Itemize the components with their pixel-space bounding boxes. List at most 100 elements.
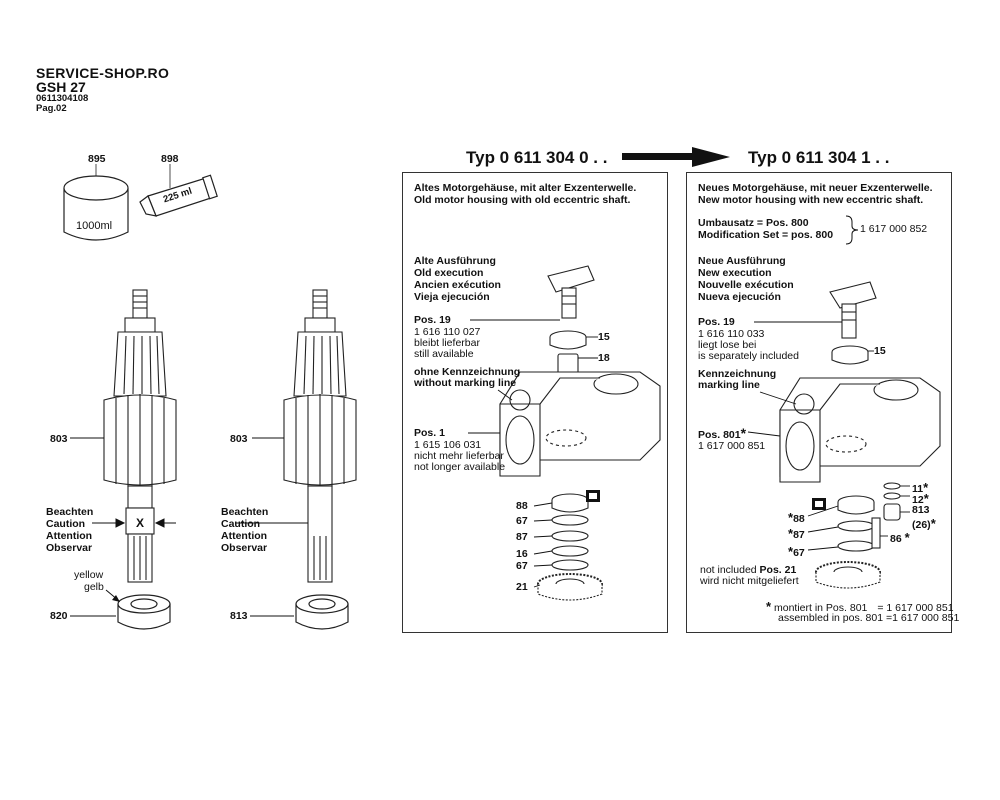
bearing-813-icon bbox=[295, 594, 349, 630]
old-part-21: 21 bbox=[516, 581, 528, 593]
jar-volume-label: 1000ml bbox=[76, 220, 113, 232]
n88-text: 88 bbox=[793, 513, 805, 525]
part-803-b-label: 803 bbox=[230, 433, 248, 445]
left-leader-lines bbox=[70, 437, 308, 617]
new-pos19-number: 1 616 110 033 bbox=[698, 328, 765, 340]
page-header: SERVICE-SHOP.RO GSH 27 0611304108 Pag.02 bbox=[36, 66, 169, 113]
yellow-pointer-head-icon bbox=[112, 595, 120, 602]
new-title-de: Neues Motorgehäuse, mit neuer Exzenterwe… bbox=[698, 182, 933, 194]
footnote-de-text: montiert in Pos. 801 bbox=[773, 602, 868, 614]
bearing-820-icon bbox=[117, 594, 171, 630]
not-included-note: not included Pos. 21 bbox=[700, 564, 796, 576]
new-part-11: 11* bbox=[912, 480, 928, 495]
caution-a-en: Caution bbox=[46, 518, 86, 530]
brace-icon bbox=[845, 215, 859, 245]
model-name: GSH 27 bbox=[36, 79, 86, 95]
n87-text: 87 bbox=[793, 529, 805, 541]
old-pos1-note-de: nicht mehr lieferbar bbox=[414, 450, 504, 462]
old-part-67a: 67 bbox=[516, 515, 528, 527]
grease-tube-icon bbox=[139, 164, 218, 217]
new-execution-block: Neue Ausführung New execution Nouvelle e… bbox=[698, 255, 794, 303]
footnote-en-text: assembled in pos. 801 bbox=[778, 612, 884, 624]
caution-b-fr: Attention bbox=[221, 530, 268, 542]
new-part-26: (26)* bbox=[912, 516, 936, 531]
new-marking-de: Kennzeichnung bbox=[698, 368, 777, 380]
new-marking-en: marking line bbox=[698, 379, 760, 391]
typ-new-heading: Typ 0 611 304 1 . . bbox=[748, 148, 890, 167]
old-marking-de: ohne Kennzeichnung bbox=[414, 366, 521, 378]
caution-a-es: Observar bbox=[46, 542, 93, 554]
n11-star: * bbox=[923, 480, 929, 495]
footnote-de: * montiert in Pos. 801 = 1 617 000 851 bbox=[766, 599, 954, 614]
grease-symbol-new-icon bbox=[812, 498, 826, 510]
armature-803-a-icon bbox=[103, 289, 177, 583]
new-part-88: *88 bbox=[788, 510, 805, 525]
part-898-label: 898 bbox=[161, 153, 179, 165]
old-title-en: Old motor housing with old eccentric sha… bbox=[414, 194, 631, 206]
part-813-label: 813 bbox=[230, 610, 248, 622]
not-included-pos21: Pos. 21 bbox=[759, 564, 797, 576]
new-pos801-label: Pos. 801* bbox=[698, 426, 746, 441]
transition-arrow bbox=[622, 147, 730, 167]
old-pos1-label: Pos. 1 bbox=[414, 427, 445, 439]
grease-symbol-old-icon bbox=[586, 490, 600, 502]
old-leader-lines bbox=[468, 319, 598, 588]
part-895-label: 895 bbox=[88, 153, 106, 165]
old-title-de: Altes Motorgehäuse, mit alter Exzenterwe… bbox=[414, 182, 637, 194]
n11-text: 11 bbox=[912, 483, 924, 495]
new-exec-en: New execution bbox=[698, 267, 772, 279]
new-exec-fr: Nouvelle exécution bbox=[698, 279, 794, 291]
caution-b-de: Beachten bbox=[221, 506, 269, 518]
gelb-label: gelb bbox=[84, 581, 104, 593]
caution-a-fr: Attention bbox=[46, 530, 93, 542]
old-housing-icon bbox=[499, 265, 661, 601]
old-part-67b: 67 bbox=[516, 560, 528, 572]
typ-old-heading: Typ 0 611 304 0 . . bbox=[466, 148, 608, 167]
footnote-star: * bbox=[766, 599, 772, 614]
n88-star: * bbox=[788, 510, 794, 525]
old-part-87: 87 bbox=[516, 531, 528, 543]
umbau-en: Modification Set = pos. 800 bbox=[698, 229, 834, 241]
n86-text: 86 bbox=[890, 533, 902, 545]
new-pos19-note-en: is separately included bbox=[698, 350, 799, 362]
old-marking-en: without marking line bbox=[414, 377, 517, 389]
grease-jar-icon bbox=[63, 164, 129, 241]
page-number: Pag.02 bbox=[36, 102, 67, 114]
x-mark-label: X bbox=[136, 516, 145, 530]
new-housing-icon bbox=[779, 281, 941, 589]
yellow-label: yellow bbox=[74, 569, 104, 581]
new-leader-lines bbox=[747, 321, 910, 551]
n12-star: * bbox=[923, 491, 929, 506]
new-part-12: 12* bbox=[912, 491, 929, 506]
old-part-18: 18 bbox=[598, 352, 610, 364]
umbau-de: Umbausatz = Pos. 800 bbox=[698, 217, 809, 229]
old-execution-block: Alte Ausführung Old execution Ancien exé… bbox=[414, 255, 501, 303]
caution-b-en: Caution bbox=[221, 518, 261, 530]
caution-a-de: Beachten bbox=[46, 506, 94, 518]
old-pos19-note-de: bleibt lieferbar bbox=[414, 337, 480, 349]
n87-star: * bbox=[788, 526, 794, 541]
old-pos1-number: 1 615 106 031 bbox=[414, 439, 482, 451]
armature-803-b-icon bbox=[283, 289, 357, 583]
caution-arrows-icon bbox=[92, 518, 176, 528]
old-pos19-number: 1 616 110 027 bbox=[414, 326, 481, 338]
old-exec-fr: Ancien exécution bbox=[414, 279, 501, 291]
old-exec-en: Old execution bbox=[414, 267, 484, 279]
old-part-88: 88 bbox=[516, 500, 528, 512]
new-part-15: 15 bbox=[874, 345, 886, 357]
part-803-a-label: 803 bbox=[50, 433, 68, 445]
n67-star: * bbox=[788, 544, 794, 559]
old-pos1-note-en: not longer available bbox=[414, 461, 506, 473]
new-housing-panel bbox=[686, 172, 952, 633]
footnote-de-number: = 1 617 000 851 bbox=[877, 602, 954, 614]
old-housing-panel bbox=[402, 172, 668, 633]
pos801-text: Pos. 801 bbox=[698, 429, 741, 441]
n86-star: * bbox=[904, 530, 910, 545]
new-title-en: New motor housing with new eccentric sha… bbox=[698, 194, 924, 206]
n12-text: 12 bbox=[912, 494, 924, 506]
caution-b-es: Observar bbox=[221, 542, 268, 554]
footnote-en: assembled in pos. 801 =1 617 000 851 bbox=[778, 612, 959, 624]
new-exec-es: Nueva ejecución bbox=[698, 291, 781, 303]
old-part-16: 16 bbox=[516, 548, 528, 560]
